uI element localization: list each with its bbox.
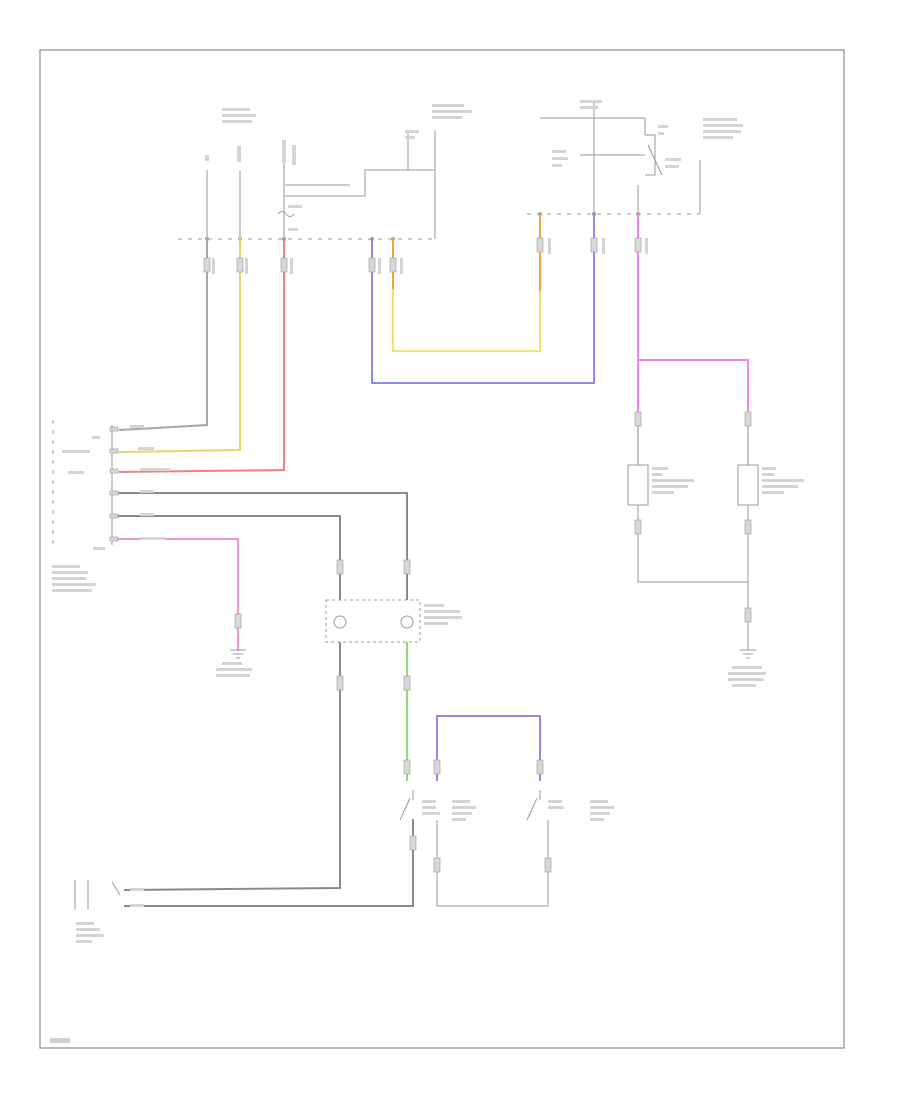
wire-pink-ground: [114, 538, 239, 651]
door-relay-terminal-right: [400, 615, 414, 629]
wire-dark-gray-2: [114, 515, 341, 613]
ambient-module-pin-3: [109, 468, 119, 474]
wire-lamp-return: [637, 505, 749, 583]
ground-left-icon: [230, 649, 246, 659]
fuse-relay-box-outline: [540, 100, 701, 214]
park-lamp-relay-coil: [645, 134, 663, 176]
wire-dark-gray-1: [114, 492, 408, 613]
faded-label-marks: [52, 100, 804, 943]
wire-blue-bridge: [436, 715, 541, 781]
ambient-module-pin-6: [109, 536, 119, 542]
wire-yellow-1: [118, 238, 241, 454]
right-puddle-lamp: [627, 464, 649, 506]
wire-blue-loop: [371, 213, 595, 384]
door-relay-terminal-left: [333, 615, 347, 629]
driver-door-ajar-switch-icon: [74, 880, 121, 910]
right-door-switch-icon: [399, 790, 414, 821]
connector-blocks: [203, 237, 752, 873]
wire-red-1: [118, 238, 285, 474]
left-puddle-lamp: [737, 464, 759, 506]
wire-door-switch-return: [124, 819, 414, 907]
ambient-module-pin-2: [109, 448, 119, 454]
ambient-module-pin-5: [109, 513, 119, 519]
ambient-module-pin-1: [109, 426, 119, 432]
fuse-symbol: [277, 211, 295, 217]
wire-dark-gray-3: [123, 639, 341, 892]
wire-gray-1: [118, 238, 208, 432]
wire-courtesy-return: [436, 820, 549, 907]
page-footer-mark: [50, 1038, 70, 1043]
central-junction-box-outline: [285, 169, 436, 239]
wire-pink-puddle: [637, 213, 749, 421]
wire-yellow-loop: [392, 289, 541, 352]
ground-right-icon: [740, 649, 756, 659]
left-door-switch-icon: [526, 790, 541, 821]
ambient-module-pin-4: [109, 490, 119, 496]
diagram-frame: [39, 49, 845, 1049]
